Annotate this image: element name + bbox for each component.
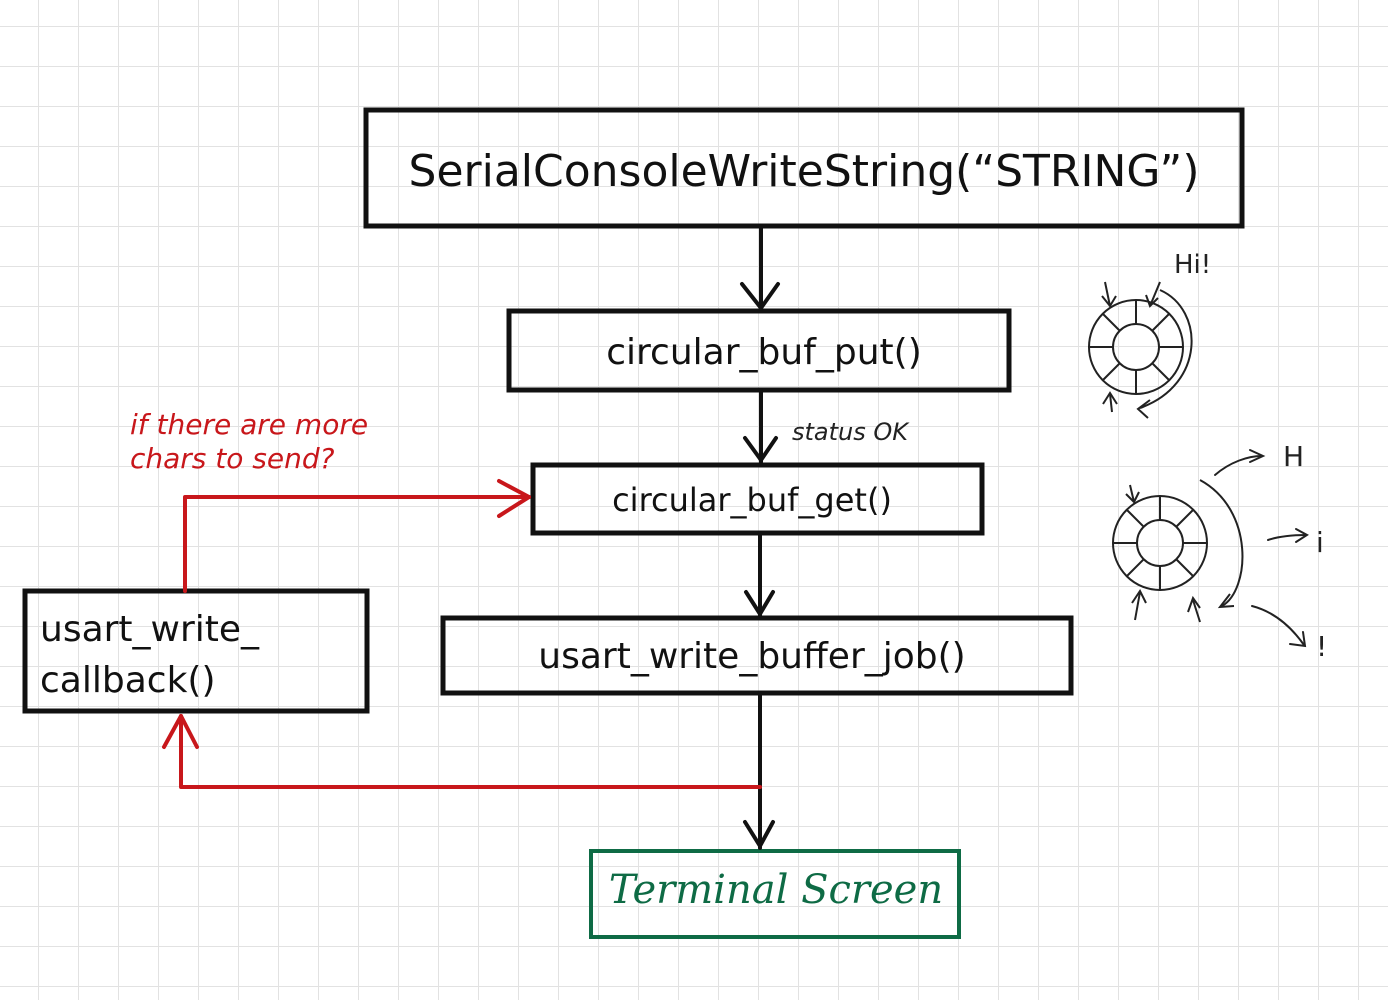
node-circular-buf-put[interactable]: circular_buf_put(): [506, 308, 1012, 393]
node-circular-buf-get[interactable]: circular_buf_get(): [530, 462, 985, 536]
edge-callback-to-get: [183, 479, 531, 593]
edge-get-to-job: [744, 531, 775, 618]
node-label-write-job: usart_write_buffer_job(): [538, 636, 965, 677]
node-terminal-screen[interactable]: Terminal Screen: [589, 849, 961, 939]
node-usart-write-callback[interactable]: usart_write_ callback(): [22, 588, 370, 714]
loop-note-line1: if there are more: [130, 408, 368, 441]
edge-put-to-get: [743, 388, 778, 464]
node-label-buf-put: circular_buf_put(): [606, 332, 922, 373]
edge-job-to-terminal: [743, 691, 775, 850]
output-char-h: H: [1283, 440, 1304, 473]
node-label-callback-line1: usart_write_: [40, 609, 260, 650]
ring-buffer-sketch-bottom: [1112, 479, 1244, 623]
edge-job-to-callback: [162, 714, 762, 789]
output-char-exclaim: !: [1316, 630, 1327, 663]
node-label-write-string: SerialConsoleWriteString(“STRING”): [409, 146, 1200, 197]
output-arrows: [1214, 449, 1309, 648]
node-serial-console-write-string[interactable]: SerialConsoleWriteString(“STRING”): [363, 107, 1245, 229]
edge-label-status-ok: status OK: [792, 418, 910, 446]
node-usart-write-buffer-job[interactable]: usart_write_buffer_job(): [440, 615, 1074, 696]
edge-write-to-put: [740, 224, 780, 312]
node-label-callback-line2: callback(): [40, 660, 216, 701]
node-label-terminal: Terminal Screen: [609, 867, 943, 913]
loop-note-line2: chars to send?: [130, 442, 335, 475]
ring-note-hi: Hi!: [1174, 250, 1211, 280]
output-char-i: i: [1316, 526, 1324, 559]
node-label-buf-get: circular_buf_get(): [612, 481, 892, 519]
ring-buffer-sketch-top: [1088, 281, 1193, 419]
